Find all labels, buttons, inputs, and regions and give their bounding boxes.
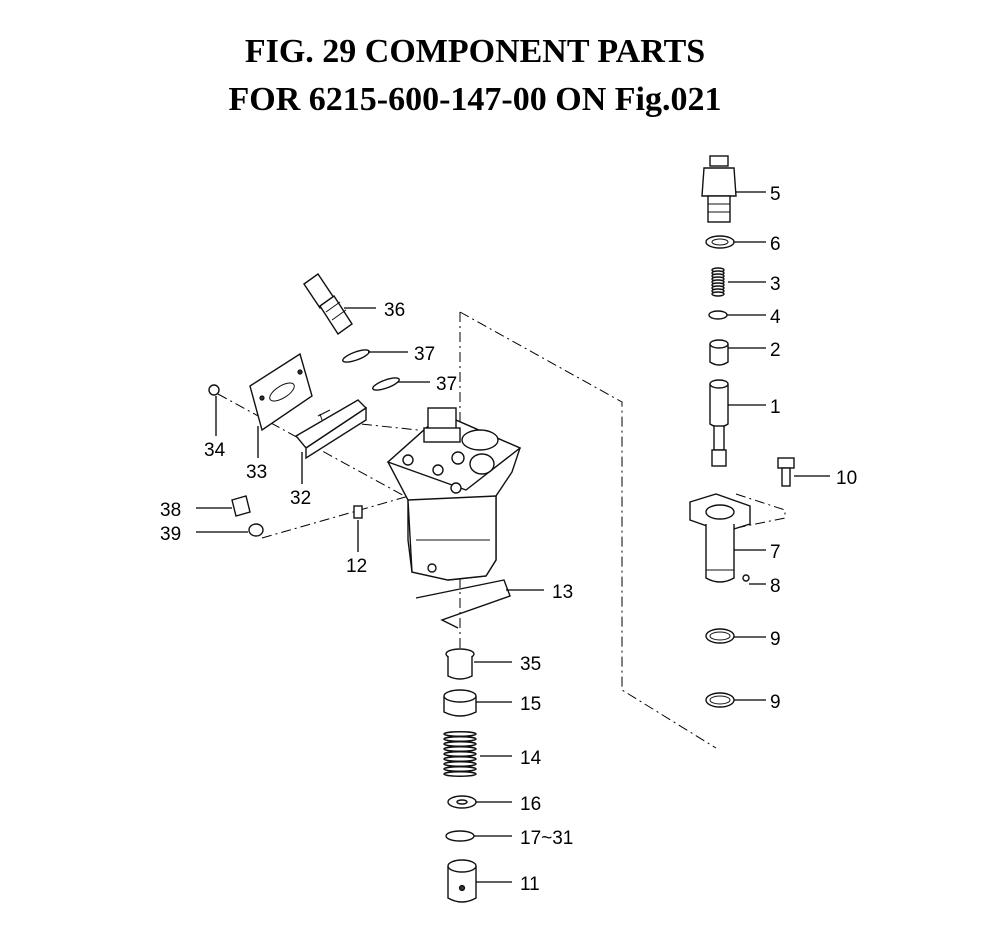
part-16-lower-seat — [447, 795, 477, 809]
callout-labels: 36 37 37 34 33 32 38 39 12 13 35 15 14 1… — [160, 184, 857, 895]
callout-16: 16 — [520, 794, 541, 815]
callout-10: 10 — [836, 468, 857, 489]
spring-coil — [443, 756, 477, 762]
callout-12: 12 — [346, 556, 367, 577]
assembly-lines — [217, 311, 786, 749]
part-39-washer — [248, 523, 264, 537]
callout-15: 15 — [520, 694, 541, 715]
part-35-sleeve — [445, 648, 475, 680]
callout-37-upper: 37 — [414, 344, 435, 365]
part-17-31-shim — [445, 830, 475, 842]
part-34-screw — [208, 384, 220, 396]
figure-title-line-2: FOR 6215-600-147-00 ON Fig.021 — [228, 81, 722, 118]
part-6-gasket — [705, 235, 735, 249]
part-36-hollow-bolt — [303, 273, 353, 335]
callout-6: 6 — [770, 234, 781, 255]
part-1-plunger — [709, 379, 729, 467]
callout-8: 8 — [770, 576, 781, 597]
pump-housing — [386, 407, 522, 581]
callout-37-lower: 37 — [436, 374, 457, 395]
leader-lines — [196, 191, 830, 883]
figure-title-line-1: FIG. 29 COMPONENT PARTS — [244, 33, 706, 70]
part-38-plug — [231, 495, 251, 517]
part-8-pin — [742, 574, 750, 582]
callout-7: 7 — [770, 542, 781, 563]
part-37-o-ring-upper — [342, 349, 370, 363]
spring-coil — [443, 751, 477, 757]
callout-5: 5 — [770, 184, 781, 205]
part-5-delivery-valve-holder — [701, 155, 737, 223]
spring-coil — [443, 731, 477, 737]
callout-39: 39 — [160, 524, 181, 545]
callout-32: 32 — [290, 488, 311, 509]
figure-title: FIG. 29 COMPONENT PARTS FOR 6215-600-147… — [0, 28, 950, 124]
spring-coil — [711, 291, 725, 297]
callout-9-upper: 9 — [770, 629, 781, 650]
part-11-tappet — [447, 859, 477, 903]
callout-2: 2 — [770, 340, 781, 361]
callout-11: 11 — [520, 874, 540, 895]
part-7-barrel — [689, 493, 751, 583]
callout-3: 3 — [770, 274, 781, 295]
callout-17-31: 17~31 — [520, 828, 573, 849]
part-33-cover-plate — [249, 352, 313, 432]
part-12-plug-screw — [353, 505, 363, 519]
callout-13: 13 — [552, 582, 573, 603]
part-2-delivery-valve — [709, 339, 729, 366]
part-37-o-ring-lower — [372, 377, 400, 391]
spring-coil — [443, 741, 477, 747]
callout-38: 38 — [160, 500, 181, 521]
spring-coil — [443, 736, 477, 742]
part-13-wire-clip — [415, 579, 511, 629]
part-4-stopper — [708, 310, 728, 320]
part-10-bolt — [777, 457, 795, 487]
spring-coil — [443, 766, 477, 772]
part-32-rack — [294, 399, 368, 460]
callout-4: 4 — [770, 307, 781, 328]
spring-coil — [443, 761, 477, 767]
callout-33: 33 — [246, 462, 267, 483]
callout-14: 14 — [520, 748, 542, 769]
callout-35: 35 — [520, 654, 541, 675]
callout-34: 34 — [204, 440, 226, 461]
callout-9-lower: 9 — [770, 692, 781, 713]
part-9-o-ring-lower — [705, 692, 735, 708]
part-3-spring — [711, 267, 725, 297]
spring-coil — [443, 746, 477, 752]
part-14-spring — [443, 731, 477, 777]
part-15-upper-seat — [443, 689, 477, 717]
spring-coil — [443, 771, 477, 777]
part-9-o-ring-upper — [705, 628, 735, 644]
callout-36: 36 — [384, 300, 405, 321]
callout-1: 1 — [770, 397, 781, 418]
